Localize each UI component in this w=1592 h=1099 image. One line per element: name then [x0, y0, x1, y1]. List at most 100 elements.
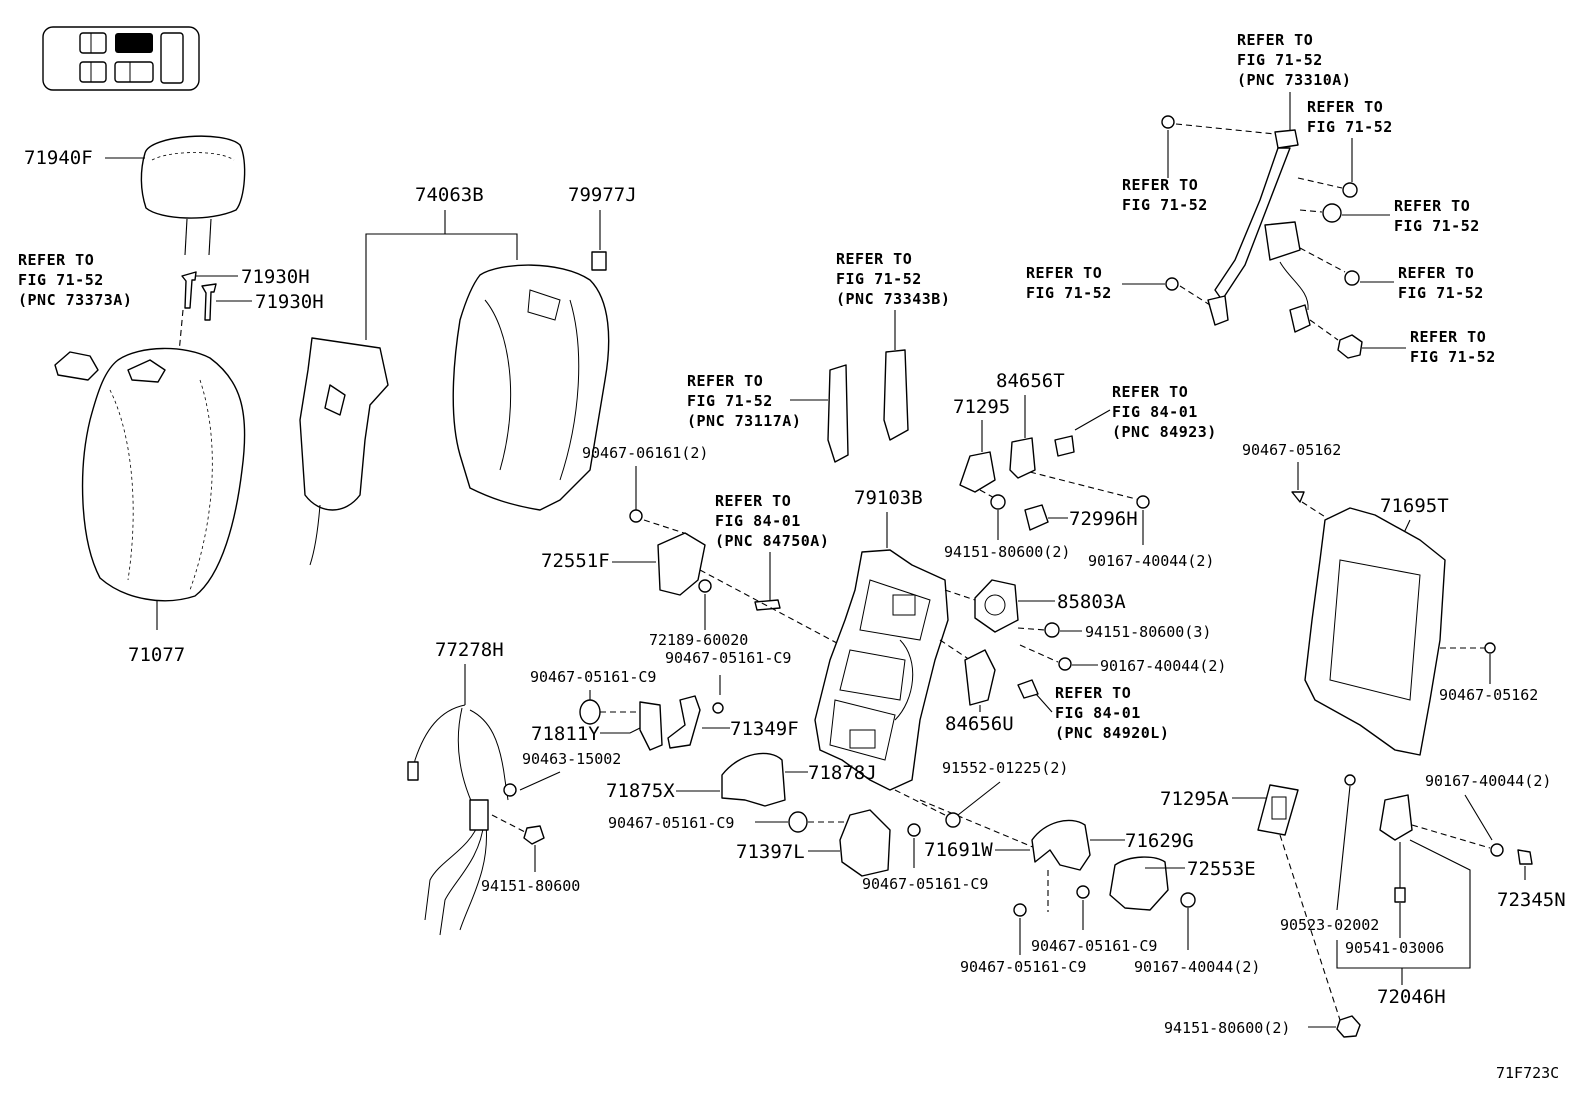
part-label-72345N: 72345N [1497, 889, 1566, 911]
ref-belt-2-line1: REFER TO [1307, 98, 1383, 116]
ref-84923-line3: (PNC 84923) [1112, 423, 1217, 441]
headrest-guide-drawing [181, 271, 217, 321]
ref-73310A-line2: FIG 71-52 [1237, 51, 1323, 69]
part-84656T-drawing [1009, 437, 1036, 479]
fastener-label-06161: 90467-06161(2) [582, 444, 708, 462]
ref-73117A-line3: (PNC 73117A) [687, 412, 801, 430]
bolt-40044-b-drawing [1058, 657, 1072, 671]
fastener-label-80600-2b: 94151-80600(2) [1164, 1019, 1290, 1037]
seat-locator-icon [42, 26, 200, 91]
part-label-71397L: 71397L [736, 841, 805, 863]
belt-bolt-5-drawing [1344, 270, 1360, 286]
part-label-71875X: 71875X [606, 780, 675, 802]
part-label-84656T: 84656T [996, 370, 1065, 392]
part-label-72551F: 72551F [541, 550, 610, 572]
fastener-label-15002: 90463-15002 [522, 750, 621, 768]
ref-73343B-line2: FIG 71-52 [836, 270, 922, 288]
fastener-label-80600-2a: 94151-80600(2) [944, 543, 1070, 561]
fastener-label-40044-c: 90167-40044(2) [1134, 958, 1260, 976]
cover-71691W-drawing [1031, 819, 1091, 871]
part-label-71295A: 71295A [1160, 788, 1229, 810]
part-label-79977J: 79977J [568, 184, 637, 206]
cover-71349F-drawing [667, 695, 701, 749]
part-label-71695T: 71695T [1380, 495, 1449, 517]
fastener-label-05161-c: 90467-05161-C9 [608, 814, 734, 832]
bolt-40044-c-drawing [1180, 892, 1196, 908]
fastener-06161-drawing [629, 509, 643, 523]
cover-72553E-drawing [1109, 856, 1169, 911]
nut-80600-wire-drawing [523, 825, 545, 845]
ref-belt-3-line1: REFER TO [1394, 197, 1470, 215]
fastener-label-05161-d: 90467-05161-C9 [862, 875, 988, 893]
part-label-72553E: 72553E [1187, 858, 1256, 880]
fastener-label-40044-a: 90167-40044(2) [1088, 552, 1214, 570]
ref-73117A-line2: FIG 71-52 [687, 392, 773, 410]
clip-05161-c-drawing [788, 811, 808, 833]
fastener-label-02002: 90523-02002 [1280, 916, 1379, 934]
bracket-72551F-drawing [657, 532, 706, 596]
nut-80600-2b-drawing [1336, 1015, 1361, 1038]
part-85803A-drawing [974, 579, 1019, 633]
seatback-frame-drawing [452, 264, 610, 511]
fastener-01225-drawing [945, 812, 961, 828]
ref-belt-6-line2: FIG 71-52 [1410, 348, 1496, 366]
ref-belt-5-line1: REFER TO [1398, 264, 1474, 282]
fastener-60020-drawing [698, 579, 712, 593]
bolt-40044-a-drawing [1136, 495, 1150, 509]
cover-71397L-drawing [839, 809, 891, 877]
fastener-label-05161-a: 90467-05161-C9 [665, 649, 791, 667]
headrest-drawing [140, 135, 246, 256]
part-label-77278H: 77278H [435, 639, 504, 661]
fastener-label-01225: 91552-01225(2) [942, 759, 1068, 777]
ref-73343B-line3: (PNC 73343B) [836, 290, 950, 308]
ref-belt-4-line2: FIG 71-52 [1026, 284, 1112, 302]
part-label-71930H-a: 71930H [241, 266, 310, 288]
fastener-label-80600-wire: 94151-80600 [481, 877, 580, 895]
clip-05161-f-drawing [1013, 903, 1027, 917]
part-label-72996H: 72996H [1069, 508, 1138, 530]
fastener-label-05162-top: 90467-05162 [1242, 441, 1341, 459]
fastener-label-80600-3: 94151-80600(3) [1085, 623, 1211, 641]
ref-84750A-line3: (PNC 84750A) [715, 532, 829, 550]
fastener-label-05161-f: 90467-05161-C9 [960, 958, 1086, 976]
ref-84750A-line2: FIG 84-01 [715, 512, 801, 530]
part-label-71811Y: 71811Y [531, 723, 600, 745]
seatback-cover-drawing [81, 347, 246, 602]
fastener-label-05161-b: 90467-05161-C9 [530, 668, 656, 686]
part-label-71349F: 71349F [730, 718, 799, 740]
clip-05161-e-drawing [1076, 885, 1090, 899]
back-board-drawing [1304, 507, 1446, 756]
bolt-40044-d-drawing [1490, 843, 1504, 857]
belt-bolt-4-drawing [1165, 277, 1179, 291]
connector-84920L-drawing [1017, 679, 1039, 699]
part-71295-drawing [959, 451, 996, 493]
clip-05162-side-drawing [1484, 642, 1496, 654]
part-label-71930H-b: 71930H [255, 291, 324, 313]
sensor-72046H-drawing [1379, 794, 1413, 841]
ref-73373A-line2: FIG 71-52 [18, 271, 104, 289]
figure-code: 71F723C [1496, 1064, 1559, 1082]
clip-05162-top-drawing [1291, 491, 1305, 503]
part-label-71077: 71077 [128, 644, 185, 666]
ref-belt-1-line2: FIG 71-52 [1122, 196, 1208, 214]
fastener-label-40044-b: 90167-40044(2) [1100, 657, 1226, 675]
ref-73310A-line3: (PNC 73310A) [1237, 71, 1351, 89]
ref-belt-5-line2: FIG 71-52 [1398, 284, 1484, 302]
part-label-71878J: 71878J [808, 762, 877, 784]
part-72996H-drawing [1024, 504, 1049, 531]
ref-belt-2-line2: FIG 71-52 [1307, 118, 1393, 136]
clip-71349F-drawing [712, 702, 724, 714]
ref-73117A-line1: REFER TO [687, 372, 763, 390]
part-label-72046H: 72046H [1377, 986, 1446, 1008]
label-drawing [591, 251, 607, 271]
belt-nut-6-drawing [1337, 334, 1363, 359]
fastener-label-60020: 72189-60020 [649, 631, 748, 649]
belt-bolt-top-drawing [1161, 115, 1175, 129]
sensor-drawing [754, 599, 781, 611]
nut-80600-3-drawing [1044, 622, 1060, 638]
part-label-71940F: 71940F [24, 147, 93, 169]
guide-drawing [883, 349, 909, 441]
ref-84920L-line1: REFER TO [1055, 684, 1131, 702]
latch-drawing [827, 364, 849, 463]
ref-73373A-line1: REFER TO [18, 251, 94, 269]
